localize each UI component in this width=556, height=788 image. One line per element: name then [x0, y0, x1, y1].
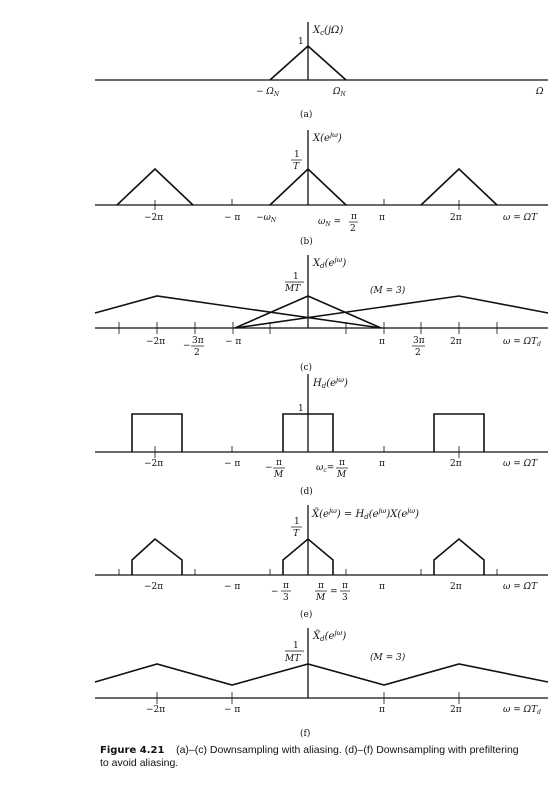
panel-f-tick-2pi: 2π — [450, 705, 462, 715]
panel-d-tick-neg-2pi: −2π — [144, 459, 163, 469]
panel-b-tick-neg-2pi: −2π — [144, 213, 163, 223]
panel-b-tick-neg-omega-n: −ωN — [256, 213, 277, 224]
panel-f-title: X̃d(ejω) — [312, 629, 346, 643]
panel-d-passband-left — [131, 413, 183, 452]
panel-d-title: Hd(ejω) — [312, 376, 348, 390]
panel-b-label: (b) — [300, 236, 313, 247]
panel-b-replica-right — [420, 167, 498, 206]
panel-b-tick-omega-eq: ω = ΩT — [503, 213, 538, 223]
downsampling-figure: Xc(jΩ) 1 − ΩN ΩN Ω (a) X(ejω) 1 T −2π − … — [94, 22, 549, 739]
panel-f-peak-den: MT — [284, 654, 301, 664]
panel-b-tick-omega-n: ωN = — [318, 217, 341, 228]
panel-e: X̃(ejω) = Hd(ejω)X(ejω) 1 T −2π − π − π … — [95, 505, 548, 620]
panel-c-spectrum-center — [234, 295, 382, 329]
panel-d-passband-center — [282, 413, 334, 452]
panel-a-tick-neg-omega-n: − ΩN — [256, 87, 280, 98]
panel-b-tick-pi: π — [379, 213, 385, 223]
panel-f-tick-neg-2pi: −2π — [146, 705, 165, 715]
panel-d-tick-neg-pi-m-sign: − — [265, 463, 273, 473]
panel-a: Xc(jΩ) 1 − ΩN ΩN Ω (a) — [95, 22, 548, 120]
panel-a-tick-omega: Ω — [535, 87, 544, 97]
panel-c-tick-neg-3pi2-num: 3π — [192, 336, 204, 346]
panel-b: X(ejω) 1 T −2π − π −ωN ωN = π 2 π 2π ω =… — [95, 130, 548, 247]
panel-e-tick-eq: = — [330, 587, 338, 597]
panel-c-tick-3pi2-den: 2 — [415, 348, 421, 358]
panel-e-peak-num: 1 — [294, 517, 300, 527]
figure-caption: Figure 4.21 (a)–(c) Downsampling with al… — [100, 744, 520, 770]
panel-c-label: (c) — [300, 362, 312, 373]
panel-b-replica-left — [116, 167, 194, 206]
panel-f-label: (f) — [300, 728, 310, 739]
panel-c-replica-right — [234, 295, 549, 329]
panel-e-tick-pi3-den: 3 — [342, 593, 348, 603]
panel-d-tick-omega-c-den: M — [336, 470, 347, 480]
panel-c-tick-omega-eq: ω = ΩTd — [503, 337, 541, 348]
panel-e-title: X̃(ejω) = Hd(ejω)X(ejω) — [311, 507, 419, 521]
panel-c-tick-neg-pi: − π — [225, 337, 241, 347]
panel-a-title: Xc(jΩ) — [312, 25, 343, 37]
panel-d-tick-neg-pi-m-den: M — [273, 470, 284, 480]
panel-b-spectrum-center — [269, 167, 347, 206]
panel-b-tick-2pi: 2π — [450, 213, 462, 223]
panel-d: Hd(ejω) 1 −2π − π − π M ωc= π M π 2π ω =… — [95, 374, 548, 497]
panel-e-tick-neg-pi3-den: 3 — [283, 593, 289, 603]
panel-e-tick-neg-pi: − π — [224, 582, 240, 592]
panel-c-peak-num: 1 — [293, 272, 299, 282]
panel-a-peak: 1 — [298, 37, 304, 47]
panel-c-tick-neg-2pi: −2π — [146, 337, 165, 347]
panel-e-tick-neg-pi3-sign: − — [271, 587, 279, 597]
panel-d-peak: 1 — [298, 404, 304, 414]
panel-a-label: (a) — [300, 109, 312, 120]
panel-e-peak-den: T — [293, 529, 300, 539]
panel-f-tick-omega-eq: ω = ΩTd — [503, 705, 541, 716]
panel-b-peak-den: T — [293, 162, 300, 172]
figure-number: Figure 4.21 — [100, 745, 165, 756]
panel-e-replica-right — [433, 537, 485, 575]
panel-f-note: (M = 3) — [370, 652, 406, 663]
panel-e-replica-left — [131, 537, 183, 575]
panel-b-tick-omega-n-den: 2 — [350, 224, 356, 234]
panel-e-label: (e) — [300, 609, 312, 620]
panel-e-tick-2pi: 2π — [450, 582, 462, 592]
panel-b-peak-num: 1 — [294, 150, 300, 160]
panel-e-tick-neg-2pi: −2π — [144, 582, 163, 592]
panel-d-tick-omega-c: ωc= — [316, 463, 334, 474]
panel-f-spectrum — [94, 663, 549, 686]
panel-c-tick-pi: π — [379, 337, 385, 347]
panel-d-tick-neg-pi: − π — [224, 459, 240, 469]
panel-e-spectrum-center — [282, 537, 334, 575]
panel-e-tick-pi-m-den: M — [315, 593, 326, 603]
panel-b-tick-omega-n-num: π — [351, 212, 357, 222]
panel-b-tick-neg-pi: − π — [224, 213, 240, 223]
figure-caption-text: (a)–(c) Downsampling with aliasing. (d)–… — [100, 744, 519, 769]
panel-d-tick-pi: π — [379, 459, 385, 469]
panel-a-tick-omega-n: ΩN — [332, 87, 346, 98]
panel-d-passband-right — [433, 413, 485, 452]
panel-c-title: Xd(ejω) — [312, 256, 346, 270]
panel-c-tick-2pi: 2π — [450, 337, 462, 347]
panel-f-tick-pi: π — [379, 705, 385, 715]
panel-e-tick-omega-eq: ω = ΩT — [503, 582, 538, 592]
panel-c: Xd(ejω) 1 MT (M = 3) −2π − 3π 2 − π π 3π… — [94, 255, 549, 373]
panel-c-tick-3pi2-num: 3π — [413, 336, 425, 346]
panel-a-spectrum — [269, 44, 347, 81]
panel-c-tick-neg-3pi2-sign: − — [183, 341, 191, 351]
panel-c-replica-left — [94, 295, 382, 329]
panel-d-tick-omega-c-num: π — [339, 458, 345, 468]
panel-e-tick-neg-pi3-num: π — [283, 581, 289, 591]
panel-d-tick-2pi: 2π — [450, 459, 462, 469]
panel-d-label: (d) — [300, 486, 313, 497]
panel-b-title: X(ejω) — [312, 131, 342, 144]
panel-e-tick-pi3-num: π — [342, 581, 348, 591]
panel-d-tick-neg-pi-m-num: π — [276, 458, 282, 468]
panel-f-tick-neg-pi: − π — [224, 705, 240, 715]
panel-e-tick-pi: π — [379, 582, 385, 592]
panel-e-tick-pi-m-num: π — [318, 581, 324, 591]
panel-d-tick-omega-eq: ω = ΩT — [503, 459, 538, 469]
panel-c-peak-den: MT — [284, 284, 301, 294]
panel-c-note: (M = 3) — [370, 285, 406, 296]
panel-f-peak-num: 1 — [293, 641, 299, 651]
panel-c-tick-neg-3pi2-den: 2 — [194, 348, 200, 358]
panel-f: X̃d(ejω) 1 MT (M = 3) −2π − π π 2π ω = Ω… — [94, 628, 549, 739]
